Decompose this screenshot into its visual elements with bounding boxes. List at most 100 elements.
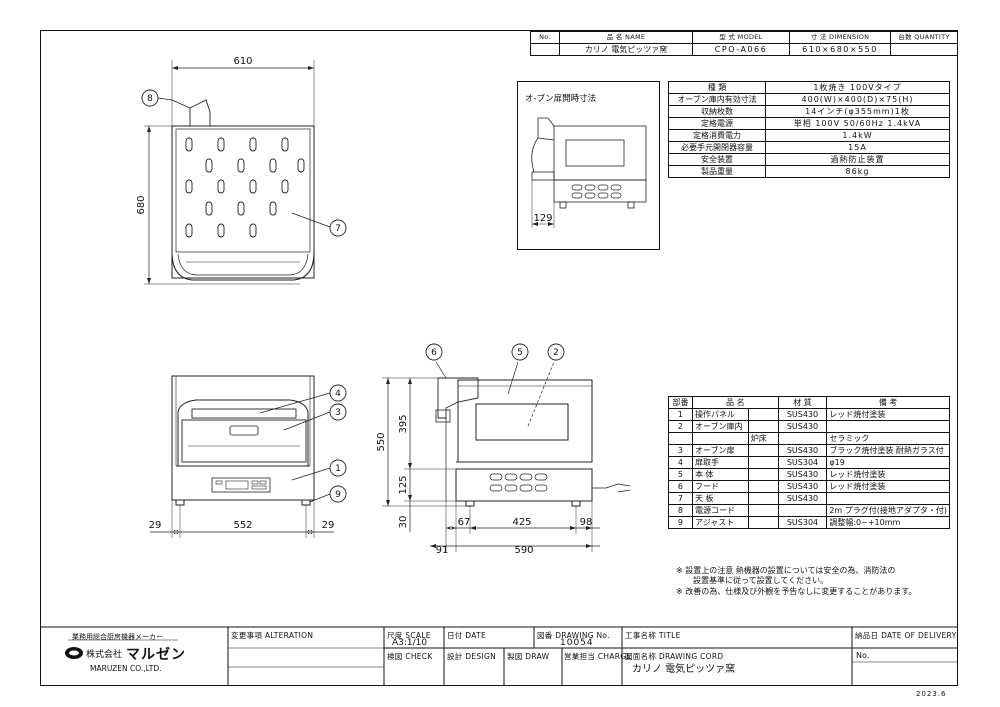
power-cord [171, 99, 211, 126]
dim-side-91: 91 [436, 545, 449, 556]
part-remarks: 2m プラグ付(接地アダプタ・付) [826, 504, 950, 517]
callout-3 [329, 403, 347, 421]
spec-value: 86kg [765, 165, 950, 178]
part-name: オーブン扉 [691, 444, 749, 457]
part-sub [747, 456, 779, 469]
company-brand: マルゼン [126, 647, 186, 663]
part-material: SUS430 [777, 420, 828, 433]
scale-label: 尺度 SCALE [387, 631, 431, 640]
part-material: SUS430 [777, 444, 828, 457]
part-no: 5 [668, 468, 693, 481]
part-remarks [826, 492, 950, 505]
dim-side-low: 30 [398, 516, 409, 529]
part-name: オーブン庫内 [691, 420, 749, 433]
delivery-label: 納品日 DATE OF DELIVERY [855, 631, 957, 640]
parts-header: 材 質 [777, 396, 828, 409]
parts-header: 品 名 [691, 396, 779, 409]
top-vent-slots [185, 137, 305, 238]
dim-side-mid: 125 [398, 475, 409, 494]
part-remarks: レッド焼付塗装 [826, 408, 950, 421]
part-material: SUS430 [777, 468, 828, 481]
callout-7-label: 7 [335, 224, 341, 234]
part-sub [747, 516, 779, 529]
part-sub [747, 480, 779, 493]
part-material [777, 432, 828, 445]
design-label: 設計 DESIGN [447, 652, 496, 661]
scale-value: A3:1/10 [392, 638, 428, 648]
check-label: 検図 CHECK [387, 652, 433, 661]
draw-label: 製図 DRAW [507, 652, 550, 661]
part-sub [747, 408, 779, 421]
part-no: 9 [668, 516, 693, 529]
callout-6-label: 6 [431, 348, 437, 358]
callout-7 [329, 219, 347, 237]
part-name: 操作パネル [691, 408, 749, 421]
part-sub [747, 492, 779, 505]
title-block [40, 626, 958, 686]
front-view [150, 375, 334, 538]
dim-side-590: 590 [514, 545, 533, 556]
dim-side-98: 98 [580, 517, 593, 528]
part-no: 7 [668, 492, 693, 505]
part-no: 8 [668, 504, 693, 517]
spec-row: 定格電源単相 100V 50/60Hz 1.4kVA [668, 117, 950, 130]
val-dimension: 610×680×550 [789, 43, 891, 56]
part-remarks: ブラック焼付塗装 耐熱ガラス付 [826, 444, 950, 457]
part-no: 4 [668, 456, 693, 469]
dim-side-67: 67 [458, 517, 471, 528]
company-tagline: 業務用総合厨房機器メーカー [72, 633, 163, 641]
part-sub [747, 444, 779, 457]
top-view [144, 60, 331, 285]
callout-1-label: 1 [335, 464, 341, 474]
part-sub [747, 420, 779, 433]
part-remarks: φ19 [826, 456, 950, 469]
charge-label: 営業担当 CHARGE [564, 652, 632, 661]
val-quantity [890, 43, 958, 56]
callout-2-label: 2 [553, 348, 559, 358]
part-no: 6 [668, 480, 693, 493]
drawing-code-label: 図面名称 DRAWING CORD [625, 652, 724, 661]
callout-8-label: 8 [147, 94, 153, 104]
dim-front-mid: 552 [233, 520, 252, 531]
dim-side-total: 550 [376, 432, 387, 451]
side-power-cord [592, 483, 631, 493]
callout-4 [329, 384, 347, 402]
callout-4-label: 4 [335, 389, 341, 399]
part-material: SUS304 [777, 456, 828, 469]
callout-5 [511, 343, 529, 361]
callout-9-label: 9 [335, 490, 341, 500]
part-sub [747, 504, 779, 517]
callout-6 [425, 343, 443, 361]
side-view [382, 361, 631, 552]
callout-2 [547, 343, 565, 361]
callout-1 [329, 459, 347, 477]
part-name: 天 板 [691, 492, 749, 505]
parts-header: 部番 [668, 396, 693, 409]
part-material [777, 504, 828, 517]
part-name: フード [691, 480, 749, 493]
callout-5-label: 5 [517, 348, 523, 358]
part-name: 扉取手 [691, 456, 749, 469]
callout-8 [141, 89, 159, 107]
drawing-label: 図番 DRAWING No. [537, 631, 610, 640]
no-label: No. [856, 651, 870, 660]
part-remarks: レッド焼付塗装 [826, 480, 950, 493]
parts-row: 炉床セラミック [668, 432, 950, 445]
note-2: 設置基準に従って設置してください。 [693, 576, 829, 585]
part-material: SUS430 [777, 492, 828, 505]
dim-top-depth: 680 [136, 195, 147, 214]
part-no [668, 432, 693, 445]
alteration-label: 変更事項 ALTERATION [231, 631, 314, 640]
part-material: SUS430 [777, 480, 828, 493]
part-no: 3 [668, 444, 693, 457]
dim-side-upper: 395 [398, 414, 409, 433]
part-sub [747, 468, 779, 481]
part-material: SUS430 [777, 408, 828, 421]
